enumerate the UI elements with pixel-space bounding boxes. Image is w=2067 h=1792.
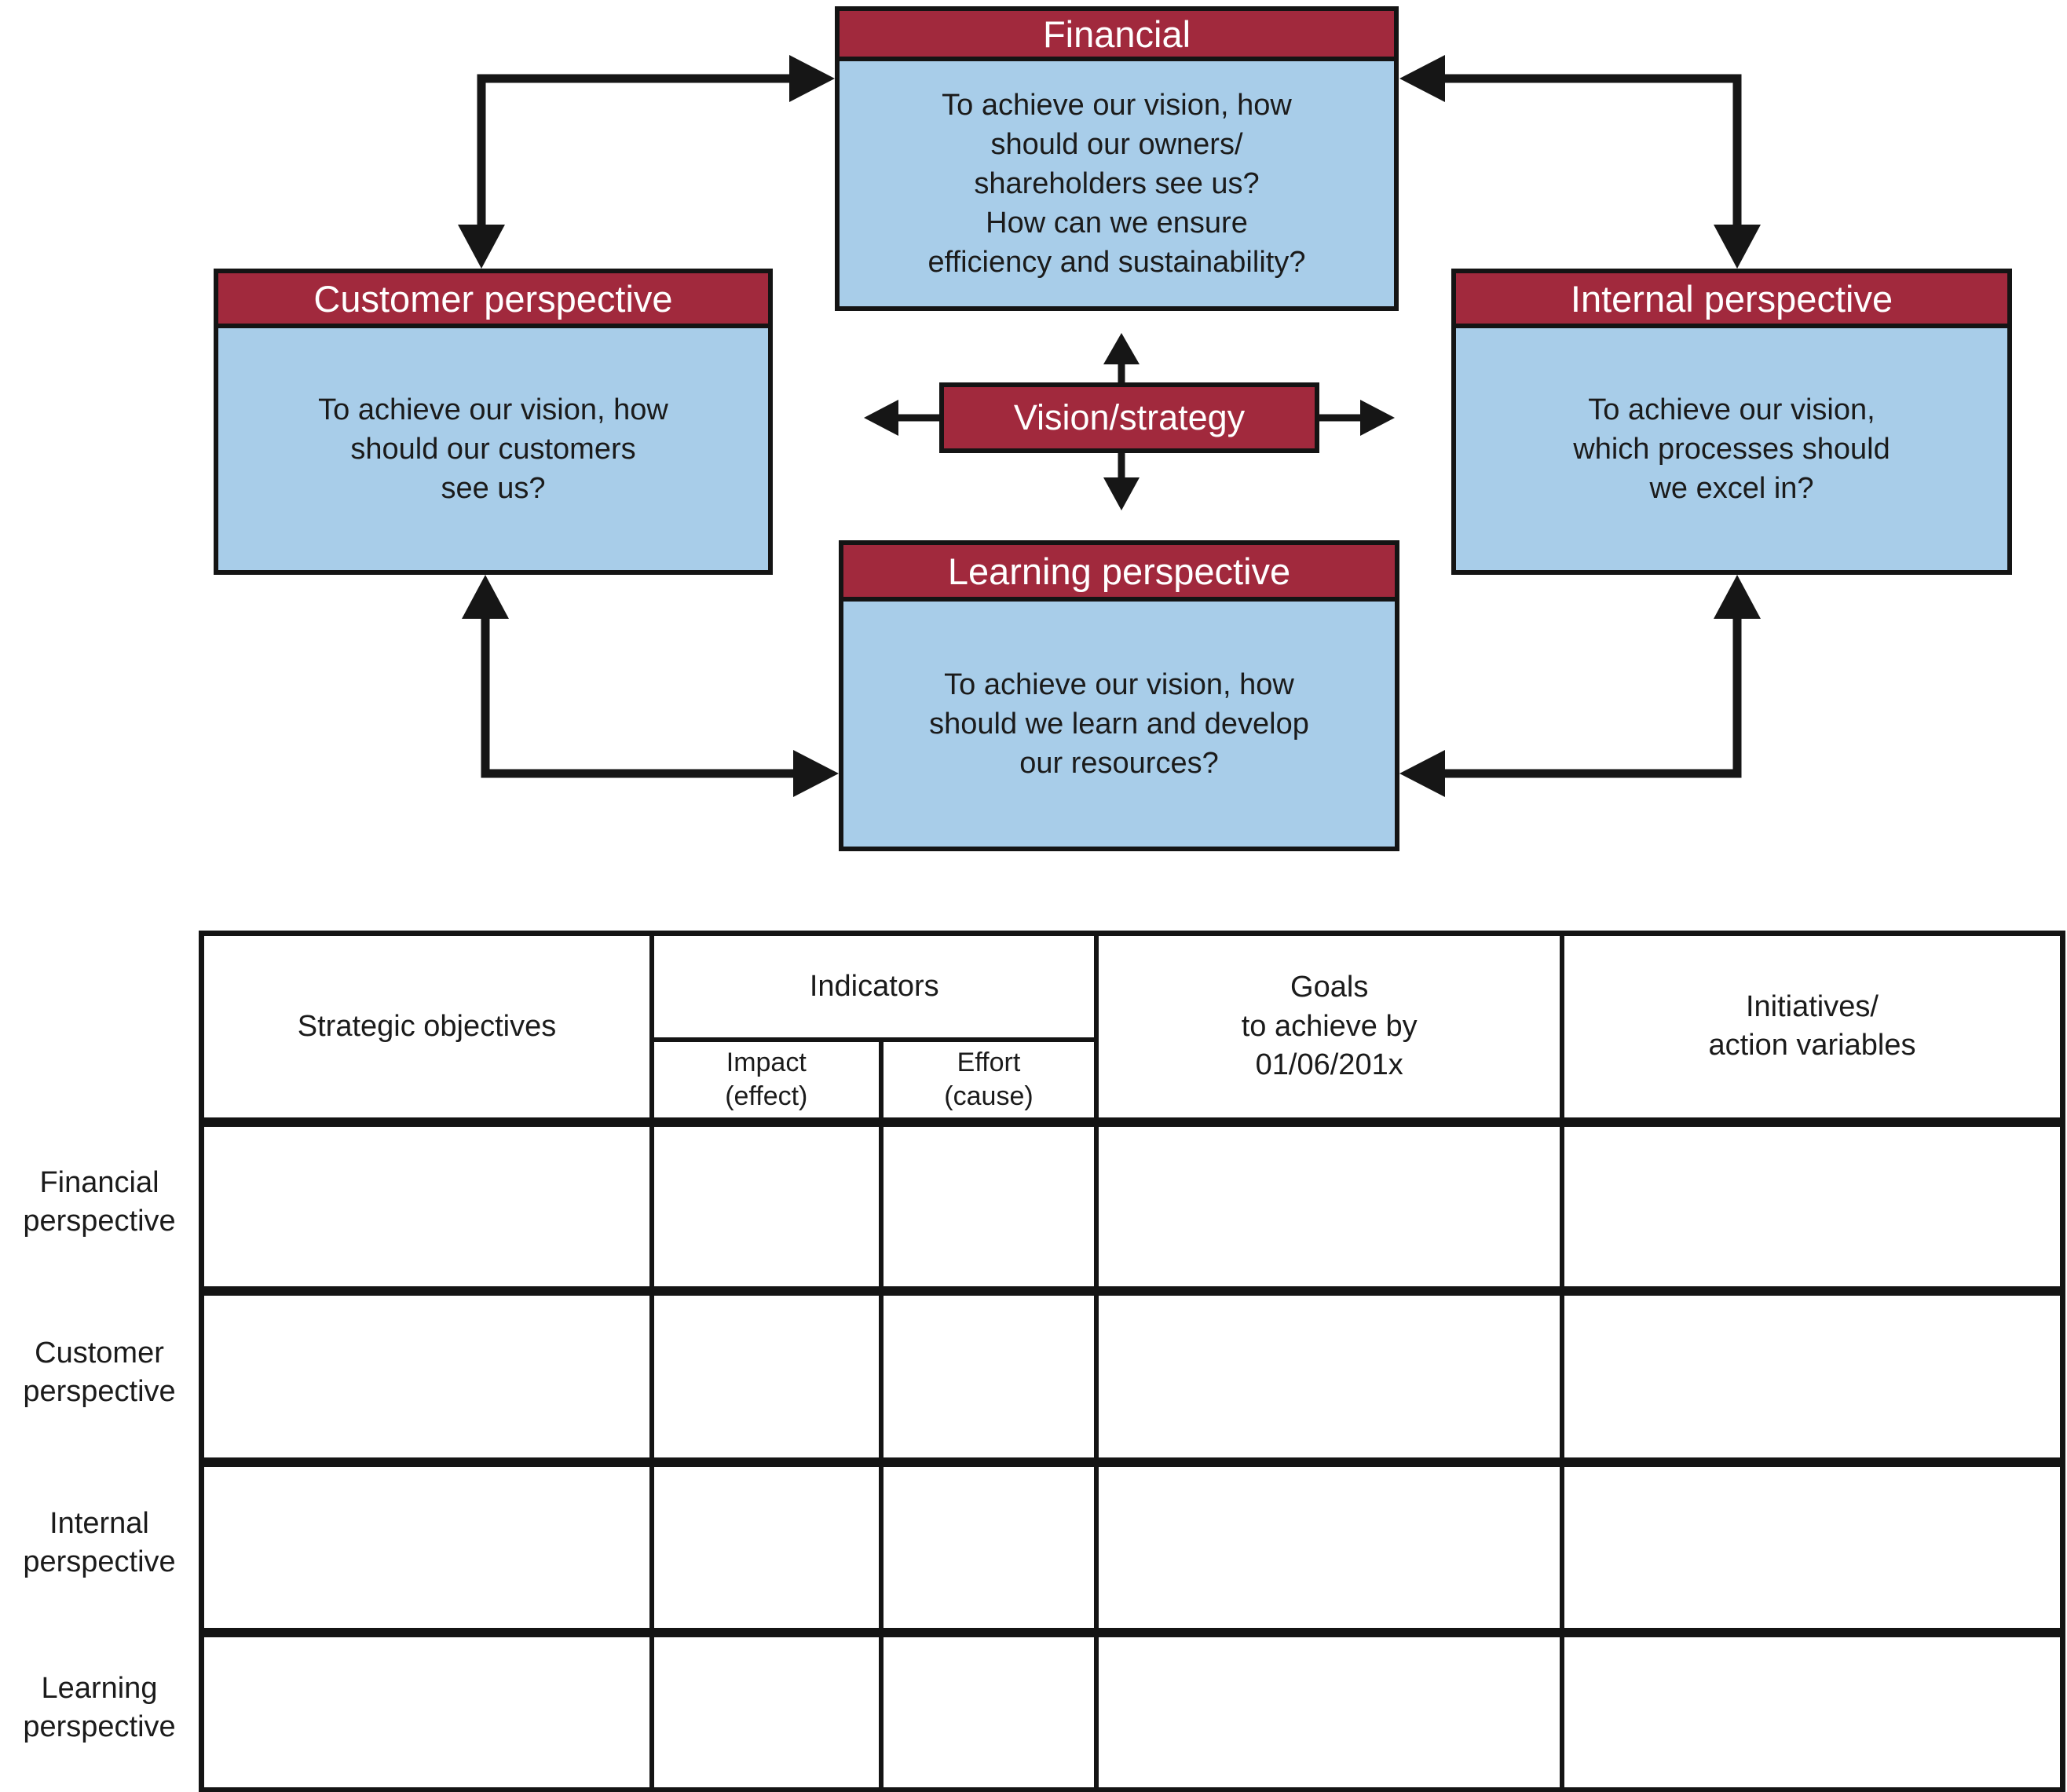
header-cell-impact: Impact (effect) — [649, 1037, 884, 1125]
vision-right-arrow — [1319, 400, 1395, 436]
table-row-financial — [199, 1117, 2065, 1293]
scorecard-table: Strategic objectives Indicators Goals to… — [199, 931, 2065, 1792]
connector-customer-learning — [462, 575, 839, 797]
row-label-learning-perspective: Learning perspective — [23, 1672, 176, 1744]
vision-strategy-box: Vision/strategy — [939, 382, 1319, 453]
financial-panel: Financial To achieve our vision, how sho… — [835, 6, 1399, 311]
internal-panel: Internal perspective To achieve our visi… — [1451, 269, 2012, 575]
vision-left-arrow — [864, 400, 939, 436]
table-cell — [649, 1117, 884, 1293]
customer-panel-title: Customer perspective — [313, 277, 673, 320]
header-cell-goals: Goals to achieve by 01/06/201x — [1094, 931, 1564, 1125]
customer-panel-body: To achieve our vision, how should our cu… — [318, 393, 668, 506]
vision-strategy-title: Vision/strategy — [1013, 397, 1246, 437]
table-cell — [1559, 1285, 2065, 1465]
table-cell — [878, 1117, 1099, 1293]
financial-panel-header: Financial — [840, 11, 1394, 61]
row-label-customer-perspective: Customer perspective — [23, 1337, 176, 1409]
connector-internal-learning — [1399, 575, 1761, 797]
table-cell — [878, 1285, 1099, 1465]
vision-down-arrow — [1103, 453, 1140, 510]
header-cell-indicators: Indicators — [649, 931, 1099, 1042]
table-cell — [1094, 1627, 1564, 1792]
table-cell — [1094, 1117, 1564, 1293]
table-cell — [1094, 1285, 1564, 1465]
connector-customer-financial — [458, 55, 835, 269]
header-cell-strategic-objectives: Strategic objectives — [199, 931, 655, 1125]
table-cell — [878, 1457, 1099, 1635]
financial-panel-title: Financial — [1042, 13, 1191, 55]
header-cell-initiatives: Initiatives/ action variables — [1559, 931, 2065, 1125]
customer-panel: Customer perspective To achieve our visi… — [214, 269, 773, 575]
table-row-learning — [199, 1627, 2065, 1792]
table-cell — [1094, 1457, 1564, 1635]
table-row-internal — [199, 1457, 2065, 1635]
learning-panel-title: Learning perspective — [947, 550, 1291, 592]
table-cell — [199, 1627, 655, 1792]
table-cell — [1559, 1627, 2065, 1792]
row-label-financial-perspective: Financial perspective — [23, 1166, 176, 1238]
table-cell — [649, 1457, 884, 1635]
customer-panel-header: Customer perspective — [218, 273, 768, 328]
connector-financial-internal — [1399, 55, 1761, 269]
table-cell — [649, 1285, 884, 1465]
vision-up-arrow — [1103, 333, 1140, 382]
table-cell — [1559, 1457, 2065, 1635]
internal-panel-header: Internal perspective — [1456, 273, 2007, 328]
table-cell — [649, 1627, 884, 1792]
learning-panel: Learning perspective To achieve our visi… — [839, 540, 1399, 851]
table-cell — [199, 1457, 655, 1635]
learning-panel-header: Learning perspective — [843, 545, 1395, 602]
row-label-internal-perspective: Internal perspective — [23, 1507, 176, 1579]
learning-panel-body: To achieve our vision, how should we lea… — [929, 667, 1309, 781]
table-cell — [199, 1285, 655, 1465]
table-cell — [199, 1117, 655, 1293]
internal-panel-title: Internal perspective — [1570, 277, 1893, 320]
table-cell — [1559, 1117, 2065, 1293]
table-cell — [878, 1627, 1099, 1792]
table-row-customer — [199, 1285, 2065, 1465]
header-cell-effort: Effort (cause) — [878, 1037, 1099, 1125]
internal-panel-body: To achieve our vision, which processes s… — [1573, 393, 1890, 506]
financial-panel-body: To achieve our vision, how should our ow… — [927, 88, 1306, 280]
